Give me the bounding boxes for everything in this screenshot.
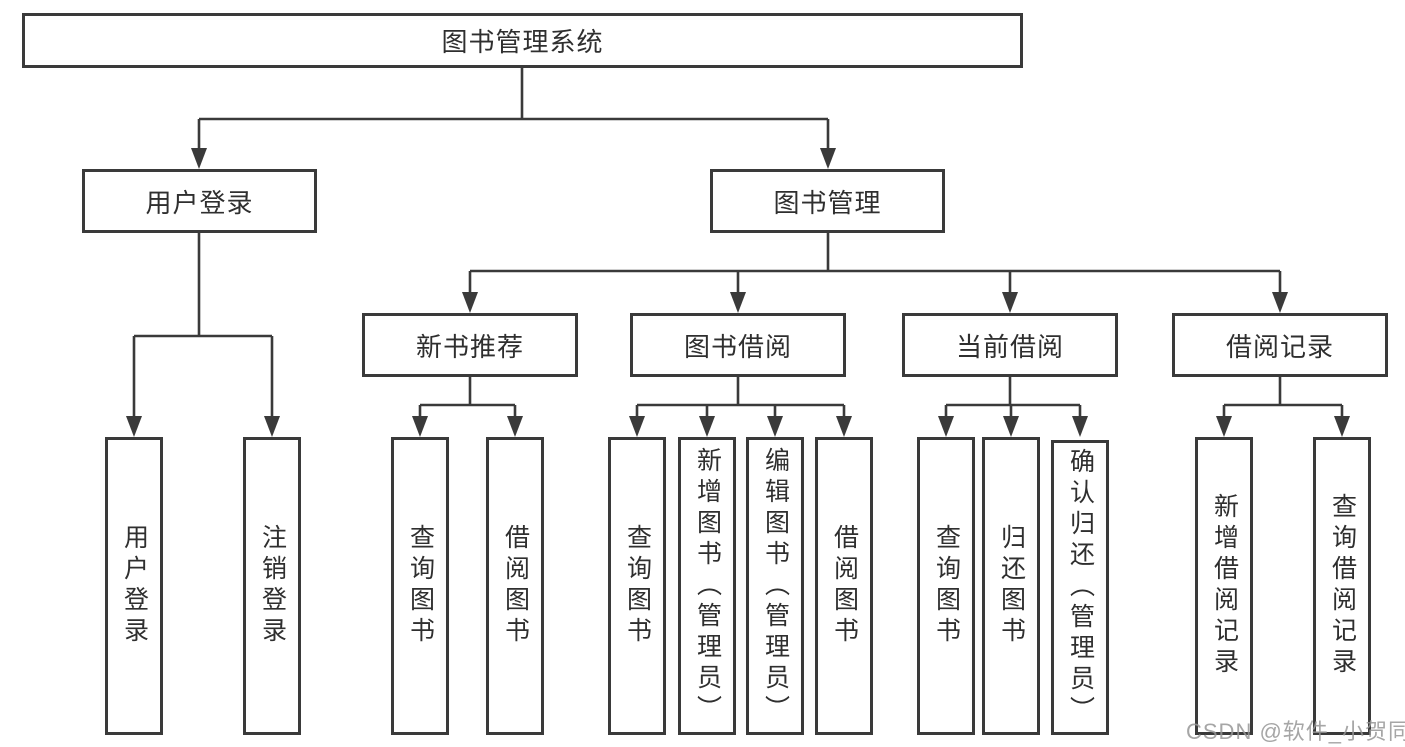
csdn-watermark: CSDN @软件_小贺同学	[1186, 719, 1405, 744]
node-borrow-records: 借阅记录	[1172, 313, 1388, 377]
leaf-query-book-borrow: 查询图书	[608, 437, 666, 735]
leaf-query-borrow-record: 查询借阅记录	[1313, 437, 1371, 735]
leaf-query-book-recommend: 查询图书	[391, 437, 449, 735]
leaf-query-book-current: 查询图书	[917, 437, 975, 735]
leaf-borrow-book-recommend: 借阅图书	[486, 437, 544, 735]
leaf-user-login: 用户登录	[105, 437, 163, 735]
arrowheads	[126, 148, 1350, 437]
node-book-borrow: 图书借阅	[630, 313, 846, 377]
leaf-add-borrow-record: 新增借阅记录	[1195, 437, 1253, 735]
leaf-logout: 注销登录	[243, 437, 301, 735]
leaf-confirm-return-admin: 确认归还（管理员）	[1051, 440, 1109, 735]
node-user-login: 用户登录	[82, 169, 317, 233]
node-new-book-recommend: 新书推荐	[362, 313, 578, 377]
node-current-borrow: 当前借阅	[902, 313, 1118, 377]
leaf-borrow-book: 借阅图书	[815, 437, 873, 735]
node-root: 图书管理系统	[22, 13, 1023, 68]
leaf-edit-book-admin: 编辑图书（管理员）	[746, 437, 804, 735]
leaf-return-book: 归还图书	[982, 437, 1040, 735]
leaf-add-book-admin: 新增图书（管理员）	[678, 437, 736, 735]
node-book-management: 图书管理	[710, 169, 945, 233]
